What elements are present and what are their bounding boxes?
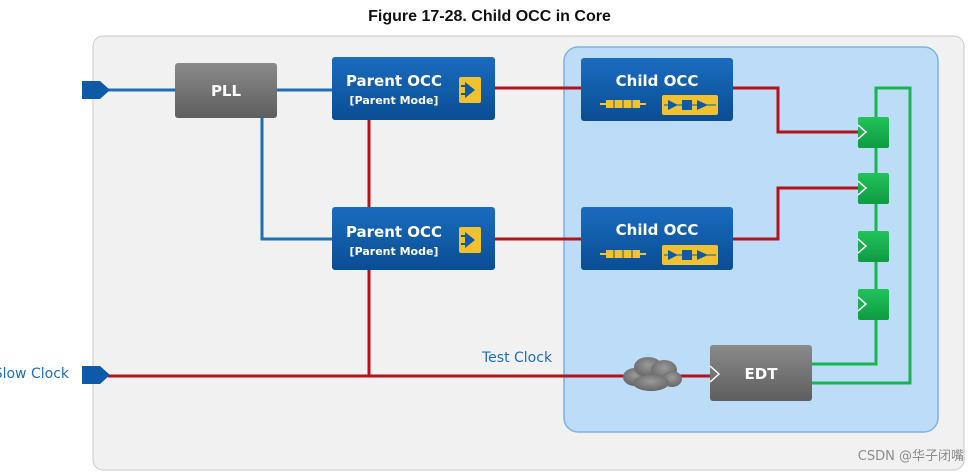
clock-wires	[108, 86, 859, 378]
pll-block: PLL	[175, 63, 277, 118]
parent-occ-2: Parent OCC [Parent Mode]	[332, 207, 495, 270]
shift-register-icon	[600, 100, 646, 108]
test-clock-label: Test Clock	[481, 350, 553, 366]
scan-flop-3	[857, 231, 889, 262]
watermark: CSDN @华子闭嘴	[858, 449, 964, 464]
clock-gating-icon	[662, 245, 718, 265]
pll-input-port	[82, 81, 110, 99]
figure-title: Figure 17-28. Child OCC in Core	[368, 8, 611, 25]
child-occ-1: Child OCC	[581, 58, 733, 121]
parent-occ-1-mode: [Parent Mode]	[350, 94, 439, 107]
scan-chain-wires	[812, 86, 912, 385]
child-occ-2: Child OCC	[581, 207, 733, 270]
parent-occ-1: Parent OCC [Parent Mode]	[332, 57, 495, 120]
child-occ-2-title: Child OCC	[616, 221, 699, 239]
occ-gate-icon	[459, 77, 481, 103]
slow-clock-port	[82, 366, 110, 384]
clock-gating-icon	[662, 95, 718, 115]
logic-cloud-icon	[623, 357, 682, 391]
parent-occ-1-title: Parent OCC	[346, 72, 442, 90]
shift-register-icon	[600, 250, 646, 258]
parent-occ-2-title: Parent OCC	[346, 223, 442, 241]
child-occ-1-title: Child OCC	[616, 72, 699, 90]
slow-clock-label: Slow Clock	[0, 366, 70, 382]
pll-clock-wires	[100, 88, 333, 241]
edt-label: EDT	[745, 365, 779, 383]
edt-block: EDT	[709, 345, 812, 401]
scan-flop-4	[857, 289, 889, 320]
pll-label: PLL	[211, 82, 242, 100]
scan-flop-1	[857, 117, 889, 148]
parent-occ-2-mode: [Parent Mode]	[350, 245, 439, 258]
occ-gate-icon	[459, 227, 481, 253]
scan-flop-2	[857, 173, 889, 204]
